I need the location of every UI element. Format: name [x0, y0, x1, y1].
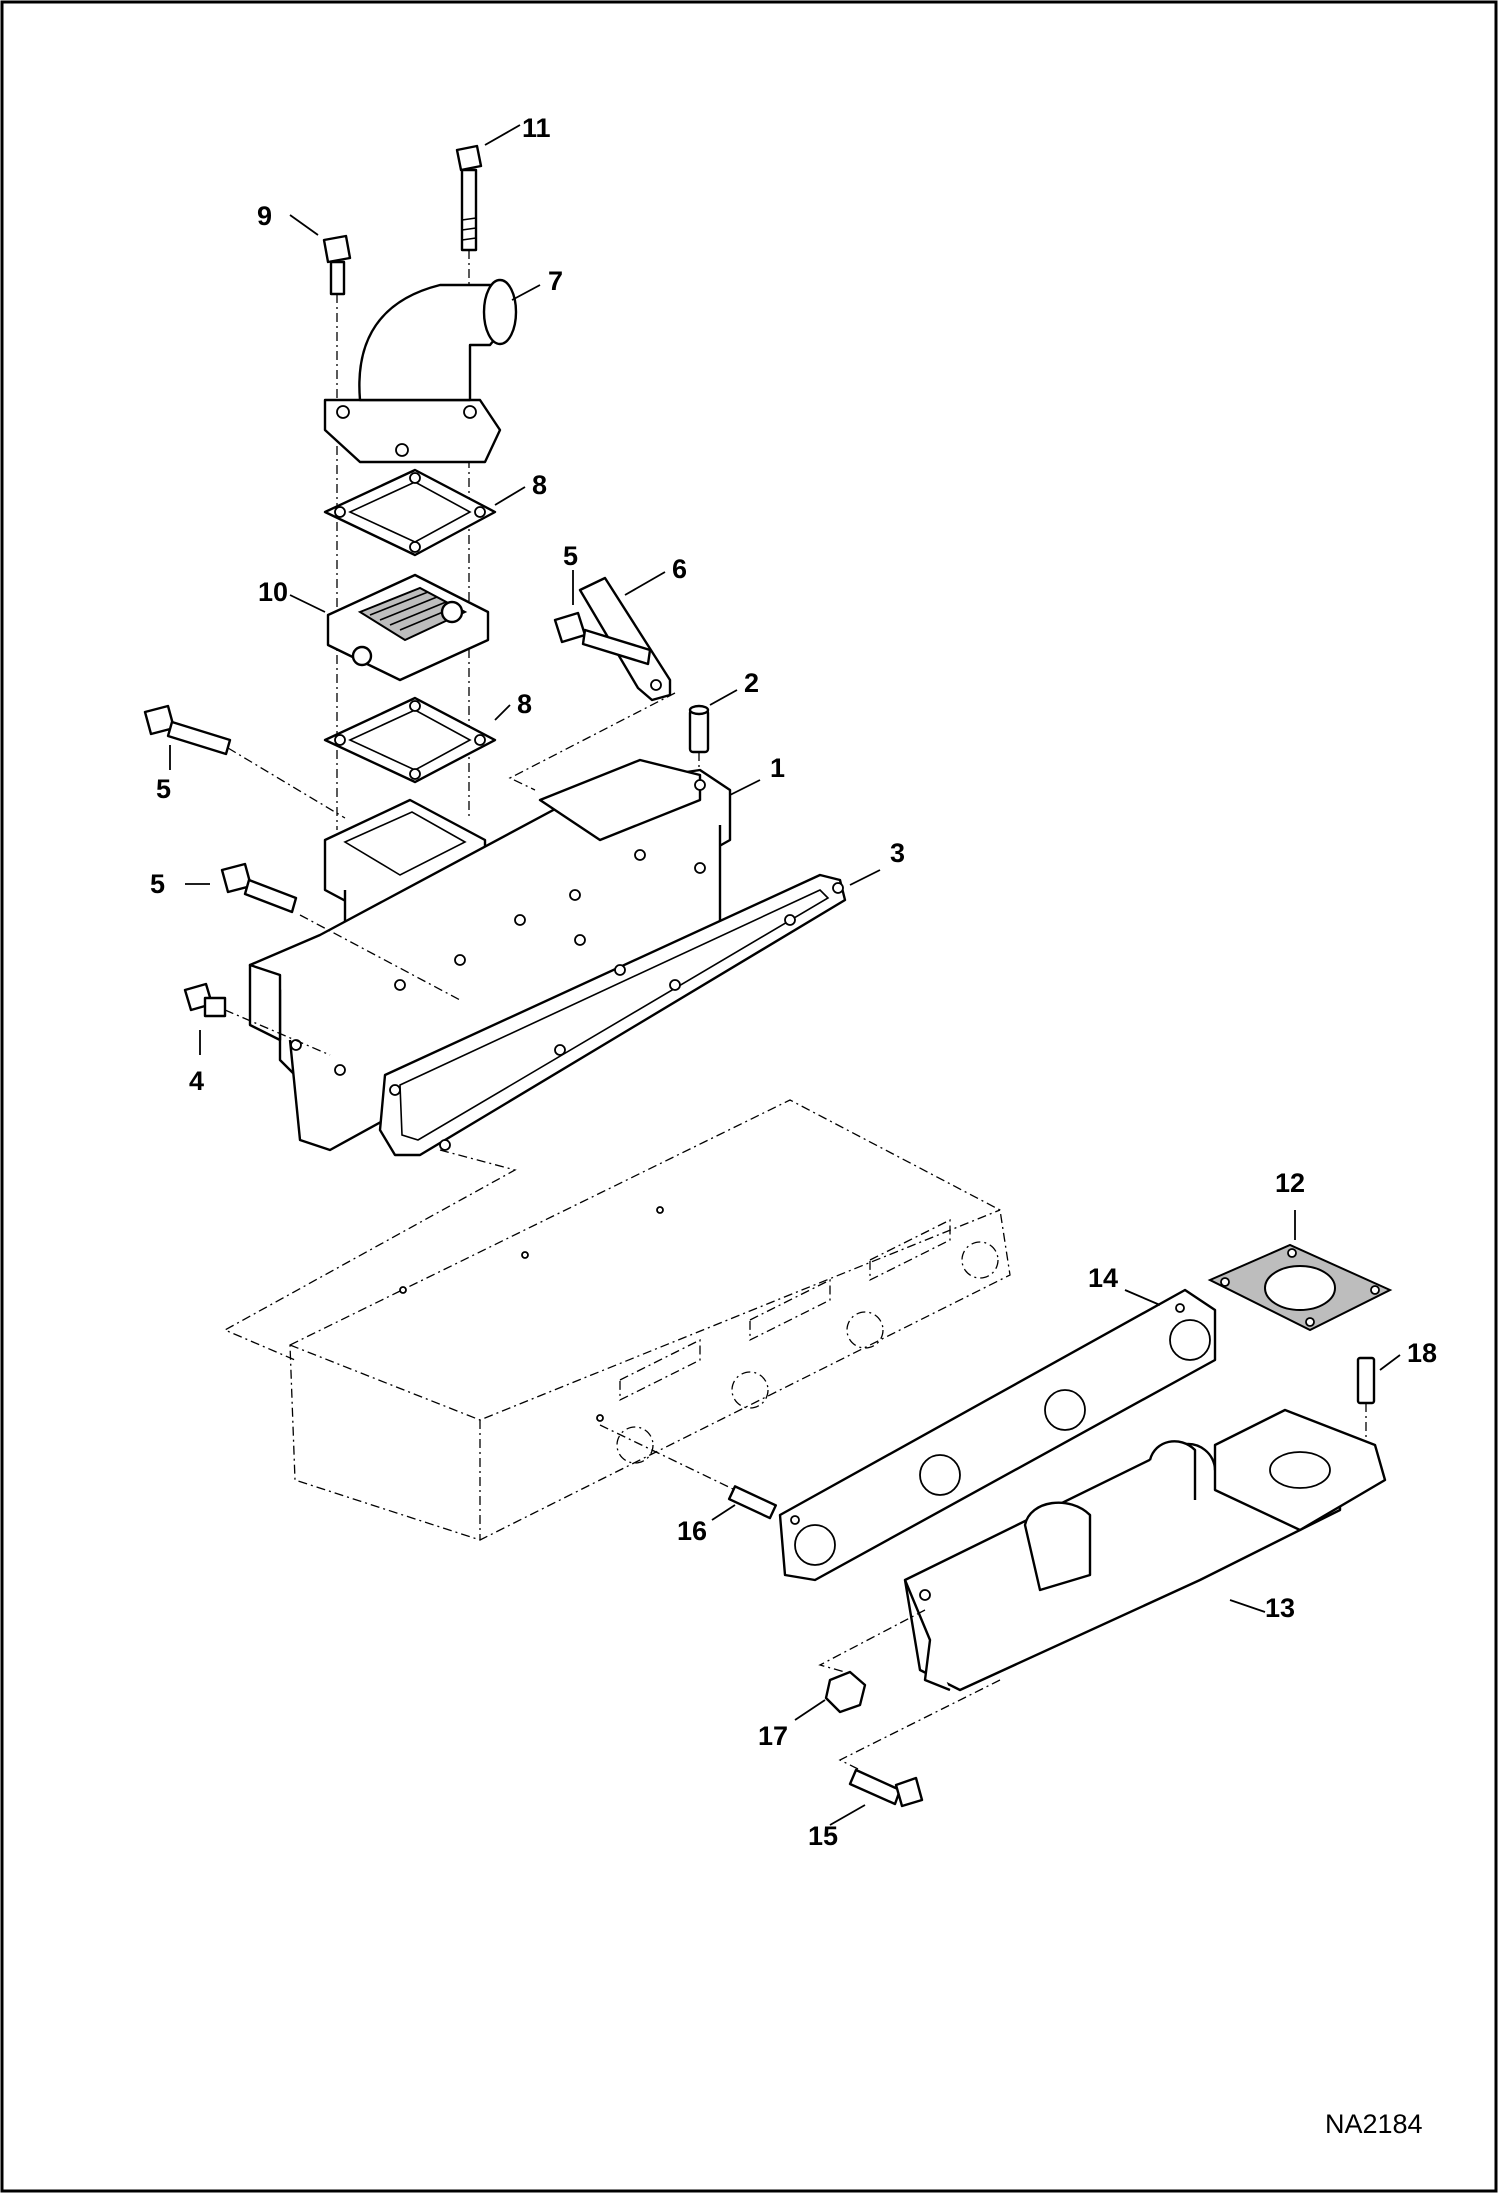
callout-6: 6: [672, 554, 687, 584]
cylinder-head: [289, 1099, 1011, 1541]
callout-5-middle-left: 5: [150, 869, 165, 899]
callout-7: 7: [548, 266, 563, 296]
bolt-5-bracket: [553, 611, 652, 666]
callout-8-upper: 8: [532, 470, 547, 500]
exhaust-gasket-14: [778, 1288, 1217, 1582]
callout-15: 15: [808, 1821, 838, 1851]
callout-11: 11: [522, 113, 551, 143]
callout-5-upper-left: 5: [156, 774, 171, 804]
callout-12: 12: [1275, 1168, 1305, 1198]
drawing-id: NA2184: [1325, 2109, 1423, 2139]
callout-13: 13: [1265, 1593, 1295, 1623]
callout-3: 3: [890, 838, 905, 868]
intake-gasket-3: [378, 873, 847, 1157]
alignment-line-16: [599, 1424, 736, 1491]
alignment-line-head: [223, 1149, 517, 1361]
intake-heater-10: [326, 573, 490, 682]
elbow-7: [323, 278, 518, 464]
alignment-line-5b: [299, 914, 461, 1001]
bolt-5-middle-left: [220, 862, 298, 914]
bolt-15: [848, 1768, 924, 1808]
alignment-line-6: [508, 692, 676, 791]
callout-1: 1: [770, 753, 785, 783]
bolt-4: [183, 982, 227, 1018]
callout-2: 2: [744, 668, 759, 698]
bolt-11: [455, 144, 483, 252]
callout-4: 4: [189, 1066, 204, 1096]
callout-9: 9: [257, 201, 272, 231]
gasket-8-upper: [323, 468, 497, 557]
bolt-9: [322, 234, 352, 296]
stud-2: [688, 704, 710, 754]
flange-gasket-12: [1207, 1243, 1393, 1332]
alignment-line-4: [224, 1009, 331, 1056]
callout-18: 18: [1407, 1338, 1437, 1368]
callout-16: 16: [677, 1516, 707, 1546]
alignment-line-5a: [227, 747, 346, 819]
callout-17: 17: [758, 1721, 788, 1751]
callout-10: 10: [258, 577, 288, 607]
alignment-line-15: [838, 1679, 1001, 1771]
callout-14: 14: [1088, 1263, 1118, 1293]
alignment-line-17: [818, 1609, 926, 1673]
stud-16: [727, 1485, 778, 1520]
callout-8-lower: 8: [517, 689, 532, 719]
exhaust-manifold-13: [903, 1408, 1387, 1692]
bolt-5-upper-left: [143, 704, 232, 756]
callout-5-bracket: 5: [563, 541, 578, 571]
gasket-8-lower: [323, 696, 497, 784]
stud-18: [1356, 1356, 1376, 1405]
nut-17: [824, 1670, 867, 1714]
